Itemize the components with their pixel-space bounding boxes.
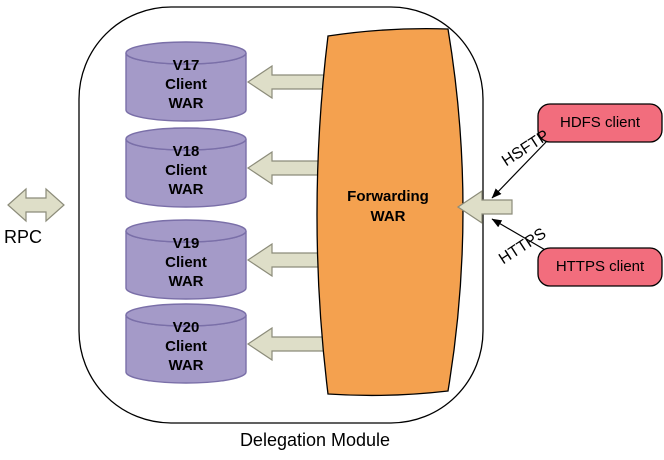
https-client-box	[537, 247, 663, 287]
inbound-block-arrow-icon	[456, 189, 513, 225]
cylinder-cap	[125, 127, 247, 151]
client-war-cylinder-v19	[125, 219, 247, 300]
client-war-cylinder-v18	[125, 127, 247, 208]
cylinder-cap	[125, 219, 247, 243]
client-war-cylinder-v17	[125, 41, 247, 122]
cylinder-cap	[125, 41, 247, 65]
https-connector-arrow	[491, 218, 548, 252]
forwarding-war-shape	[316, 27, 464, 397]
client-war-cylinder-v20	[125, 303, 247, 384]
cylinder-cap	[125, 303, 247, 327]
hdfs-client-box	[537, 103, 663, 143]
hdfs-connector-arrow	[491, 140, 548, 199]
rpc-double-arrow-icon	[7, 187, 65, 223]
